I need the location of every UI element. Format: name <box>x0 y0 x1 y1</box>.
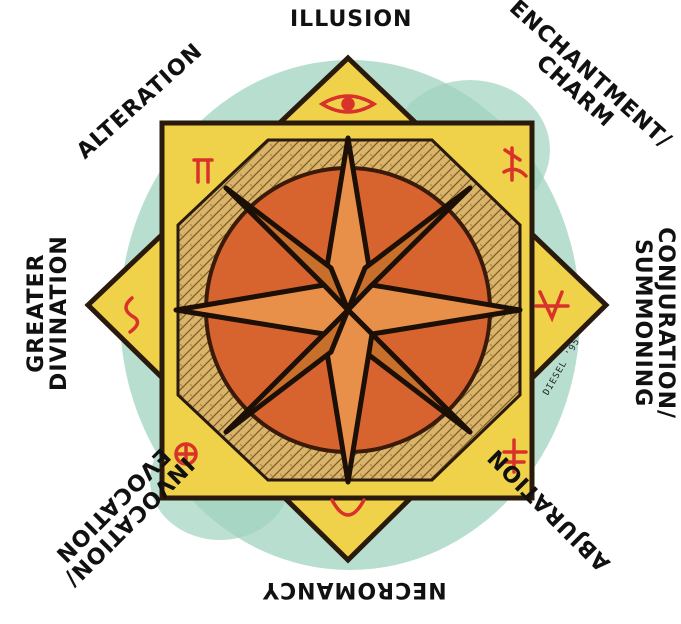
label-divination-line1: Greater <box>24 253 49 372</box>
label-divination: Greater Divination <box>25 235 71 391</box>
eight-pointed-star <box>176 138 520 482</box>
label-conjuration: Conjuration/ Summoning <box>631 227 677 419</box>
label-illusion: Illusion <box>290 8 412 31</box>
label-conjuration-line2: Summoning <box>631 227 654 419</box>
label-necromancy: Necromancy <box>262 578 447 601</box>
label-conjuration-line1: Conjuration/ <box>653 227 678 419</box>
label-divination-line2: Divination <box>48 235 71 391</box>
